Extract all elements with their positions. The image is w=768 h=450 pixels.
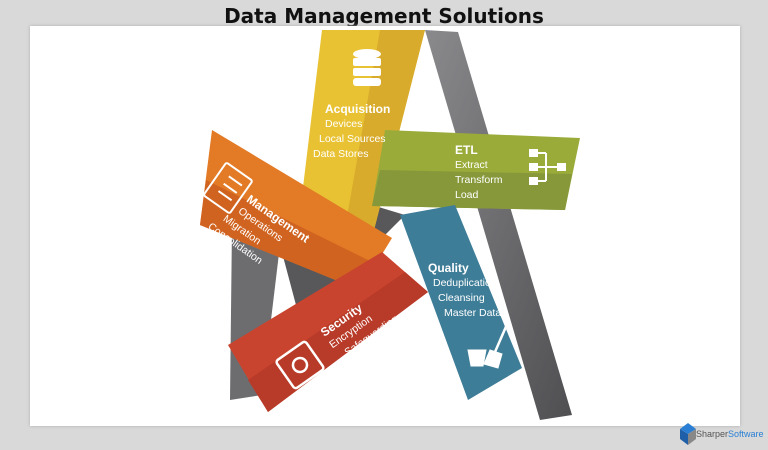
acquisition-item: Devices [325,118,363,130]
acquisition-title: Acquisition [325,102,391,116]
checklist-icon [203,162,253,214]
quality-item: Master Data [444,307,502,319]
etl-title: ETL [455,143,478,157]
etl-item: Transform [455,174,503,186]
database-icon [353,49,381,86]
quality-item: Cleansing [438,292,485,304]
etl-item: Extract [455,159,488,171]
safe-icon [275,340,325,390]
logo-text-software: Software [728,429,764,439]
logo-icon [680,423,696,445]
acquisition-item: Data Stores [313,148,369,160]
logo-text-sharper: Sharper [696,429,729,439]
broom-bucket-icon [467,321,510,369]
etl-label: ETL Extract Transform Load [455,143,502,203]
quality-title: Quality [428,261,469,275]
management-shade [200,180,376,290]
quality-label: Quality Deduplication Cleansing Master D… [428,261,501,321]
security-shade [248,272,428,412]
acquisition-label: Acquisition Devices Local Sources Data S… [313,102,391,162]
etl-item: Load [455,189,479,201]
ribbon-back-right [425,30,572,420]
etl-shade [372,170,572,210]
quality-item: Deduplication [433,277,497,289]
page-title: Data Management Solutions [224,4,544,28]
acquisition-item: Local Sources [319,133,386,145]
flow-diagram-icon [529,149,566,185]
